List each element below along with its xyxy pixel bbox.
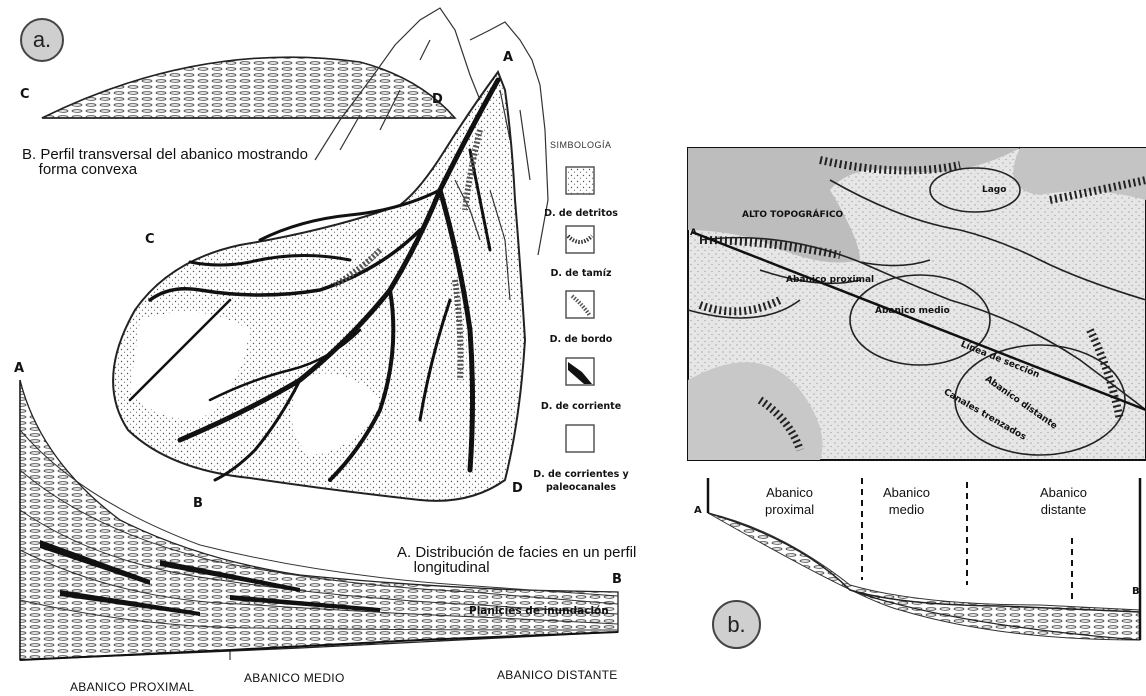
legend-label-tamiz: D. de tamíz <box>538 268 624 279</box>
point-a-profile: A <box>14 361 24 376</box>
point-d-top: D <box>432 92 443 107</box>
fan-map <box>113 72 525 501</box>
legend-label-corriente: D. de corriente <box>538 401 624 412</box>
map-label-medio: Abanico medio <box>875 306 950 316</box>
point-b-profile: B <box>612 572 622 587</box>
legend-label-paleocanales: D. de corrientes y paleocanales <box>526 468 636 494</box>
profile-b-point-b: B <box>1132 586 1140 597</box>
caption-longitudinal: A. Distribución de facies en un perfil l… <box>397 545 636 575</box>
zone-medio: ABANICO MEDIO <box>244 671 345 685</box>
legend-label-bordo: D. de bordo <box>538 334 624 345</box>
panel-a-badge: a. <box>20 18 64 62</box>
map-label-lago: Lago <box>982 185 1006 195</box>
point-c-fan: C <box>145 232 155 247</box>
profile-label-proximal: Abanico proximal <box>765 484 814 518</box>
point-c-top: C <box>20 87 30 102</box>
point-b-fan: B <box>193 496 203 511</box>
caption-cross-section: B. Perfil transversal del abanico mostra… <box>22 147 308 177</box>
map-label-proximal: Abanico proximal <box>786 275 874 285</box>
map-label-a: A <box>690 228 697 238</box>
legend-title: SIMBOLOGÍA <box>550 140 612 150</box>
profile-label-medio: Abanico medio <box>883 484 930 518</box>
legend-label-detritos: D. de detritos <box>538 208 624 219</box>
cross-section-lens <box>42 57 455 118</box>
profile-b-point-a: A <box>694 505 702 516</box>
profile-label-distante: Abanico distante <box>1040 484 1087 518</box>
point-d-fan: D <box>512 481 523 496</box>
panel-b-badge: b. <box>712 600 761 649</box>
point-a-top: A <box>503 50 513 65</box>
map-panel-b <box>688 148 1146 460</box>
zone-distante: ABANICO DISTANTE <box>497 668 618 682</box>
map-label-alto: ALTO TOPOGRÁFICO <box>742 210 843 220</box>
zone-proximal: ABANICO PROXIMAL <box>70 680 194 694</box>
floodplain-label: Planicies de inundación <box>469 605 609 617</box>
